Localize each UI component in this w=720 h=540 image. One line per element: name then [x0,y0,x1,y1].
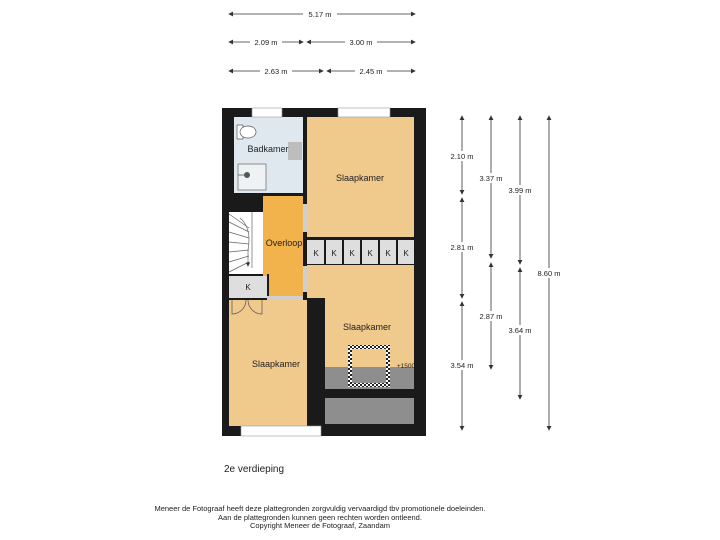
door-opening [267,296,303,300]
copyright-footer: Meneer de Fotograaf heeft deze plattegro… [0,504,640,531]
interior-wall [267,274,269,298]
attic-hatch [348,345,390,387]
door-opening [303,266,307,292]
dimension-label: 2.10 m [451,152,474,161]
sink-icon [288,142,302,160]
room-label-landing: Overloop [266,238,303,248]
dimension-vertical-4: 8.60 m [536,115,562,431]
window [240,425,322,437]
interior-wall [307,298,325,428]
dimension-label: 2.87 m [480,312,503,321]
dimension-label: 8.60 m [538,269,561,278]
window [337,107,391,118]
room-label-bathroom: Badkamer [247,144,288,154]
dimension-total-width: 5.17 m [228,9,416,19]
closet-label: K [331,249,337,258]
height-note: +1500 [397,363,416,370]
closet-label: K [367,249,373,258]
closet-label: K [385,249,391,258]
low-ceiling-strip [325,367,414,389]
closet-label: K [313,249,319,258]
room-label-bedroom-bottom: Slaapkamer [252,359,300,369]
dimension-vertical-3: 3.99 m 3.64 m [507,115,533,400]
closet-label: K [403,249,409,258]
room-label-bedroom-middle: Slaapkamer [343,322,391,332]
dimension-label: 2.09 m [255,38,278,47]
bedroom-bottom-left-room [229,300,321,426]
room-label-bedroom-top: Slaapkamer [336,173,384,183]
window [251,107,283,118]
dimension-label: 3.54 m [451,361,474,370]
dimension-label: 3.64 m [509,326,532,335]
closet-left-room [229,276,267,298]
footer-line: Copyright Meneer de Fotograaf, Zaandam [249,521,391,531]
staircase [228,212,253,273]
dimension-row3: 2.63 m 2.45 m [228,66,416,76]
closet-label: K [349,249,355,258]
dimension-row2: 2.09 m 3.00 m [228,37,416,47]
storage-strip [325,398,414,424]
toilet-icon [236,124,257,140]
dimension-label: 3.00 m [350,38,373,47]
dimension-label: 2.63 m [265,67,288,76]
dimension-vertical-1: 2.10 m 2.81 m 3.54 m [449,115,475,431]
floor-label: 2e verdieping [224,464,285,475]
dimension-label: 2.81 m [451,243,474,252]
dimension-vertical-2: 3.37 m 2.87 m [478,115,504,370]
bedroom-top-right-room [307,117,414,237]
door-opening [303,204,307,232]
footer-line: Aan de plattegronden kunnen geen rechten… [218,512,422,522]
landing-room [263,196,305,296]
dimension-label: 5.17 m [309,10,332,19]
dimension-label: 3.37 m [480,174,503,183]
footer-line: Meneer de Fotograaf heeft deze plattegro… [154,504,486,513]
closet-label: K [245,283,251,292]
shower-icon [237,163,267,191]
closets-row: K K K K K K [307,240,414,264]
dimension-label: 2.45 m [360,67,383,76]
door-swing [231,299,263,315]
interior-wall [234,193,305,196]
dimension-label: 3.99 m [509,186,532,195]
